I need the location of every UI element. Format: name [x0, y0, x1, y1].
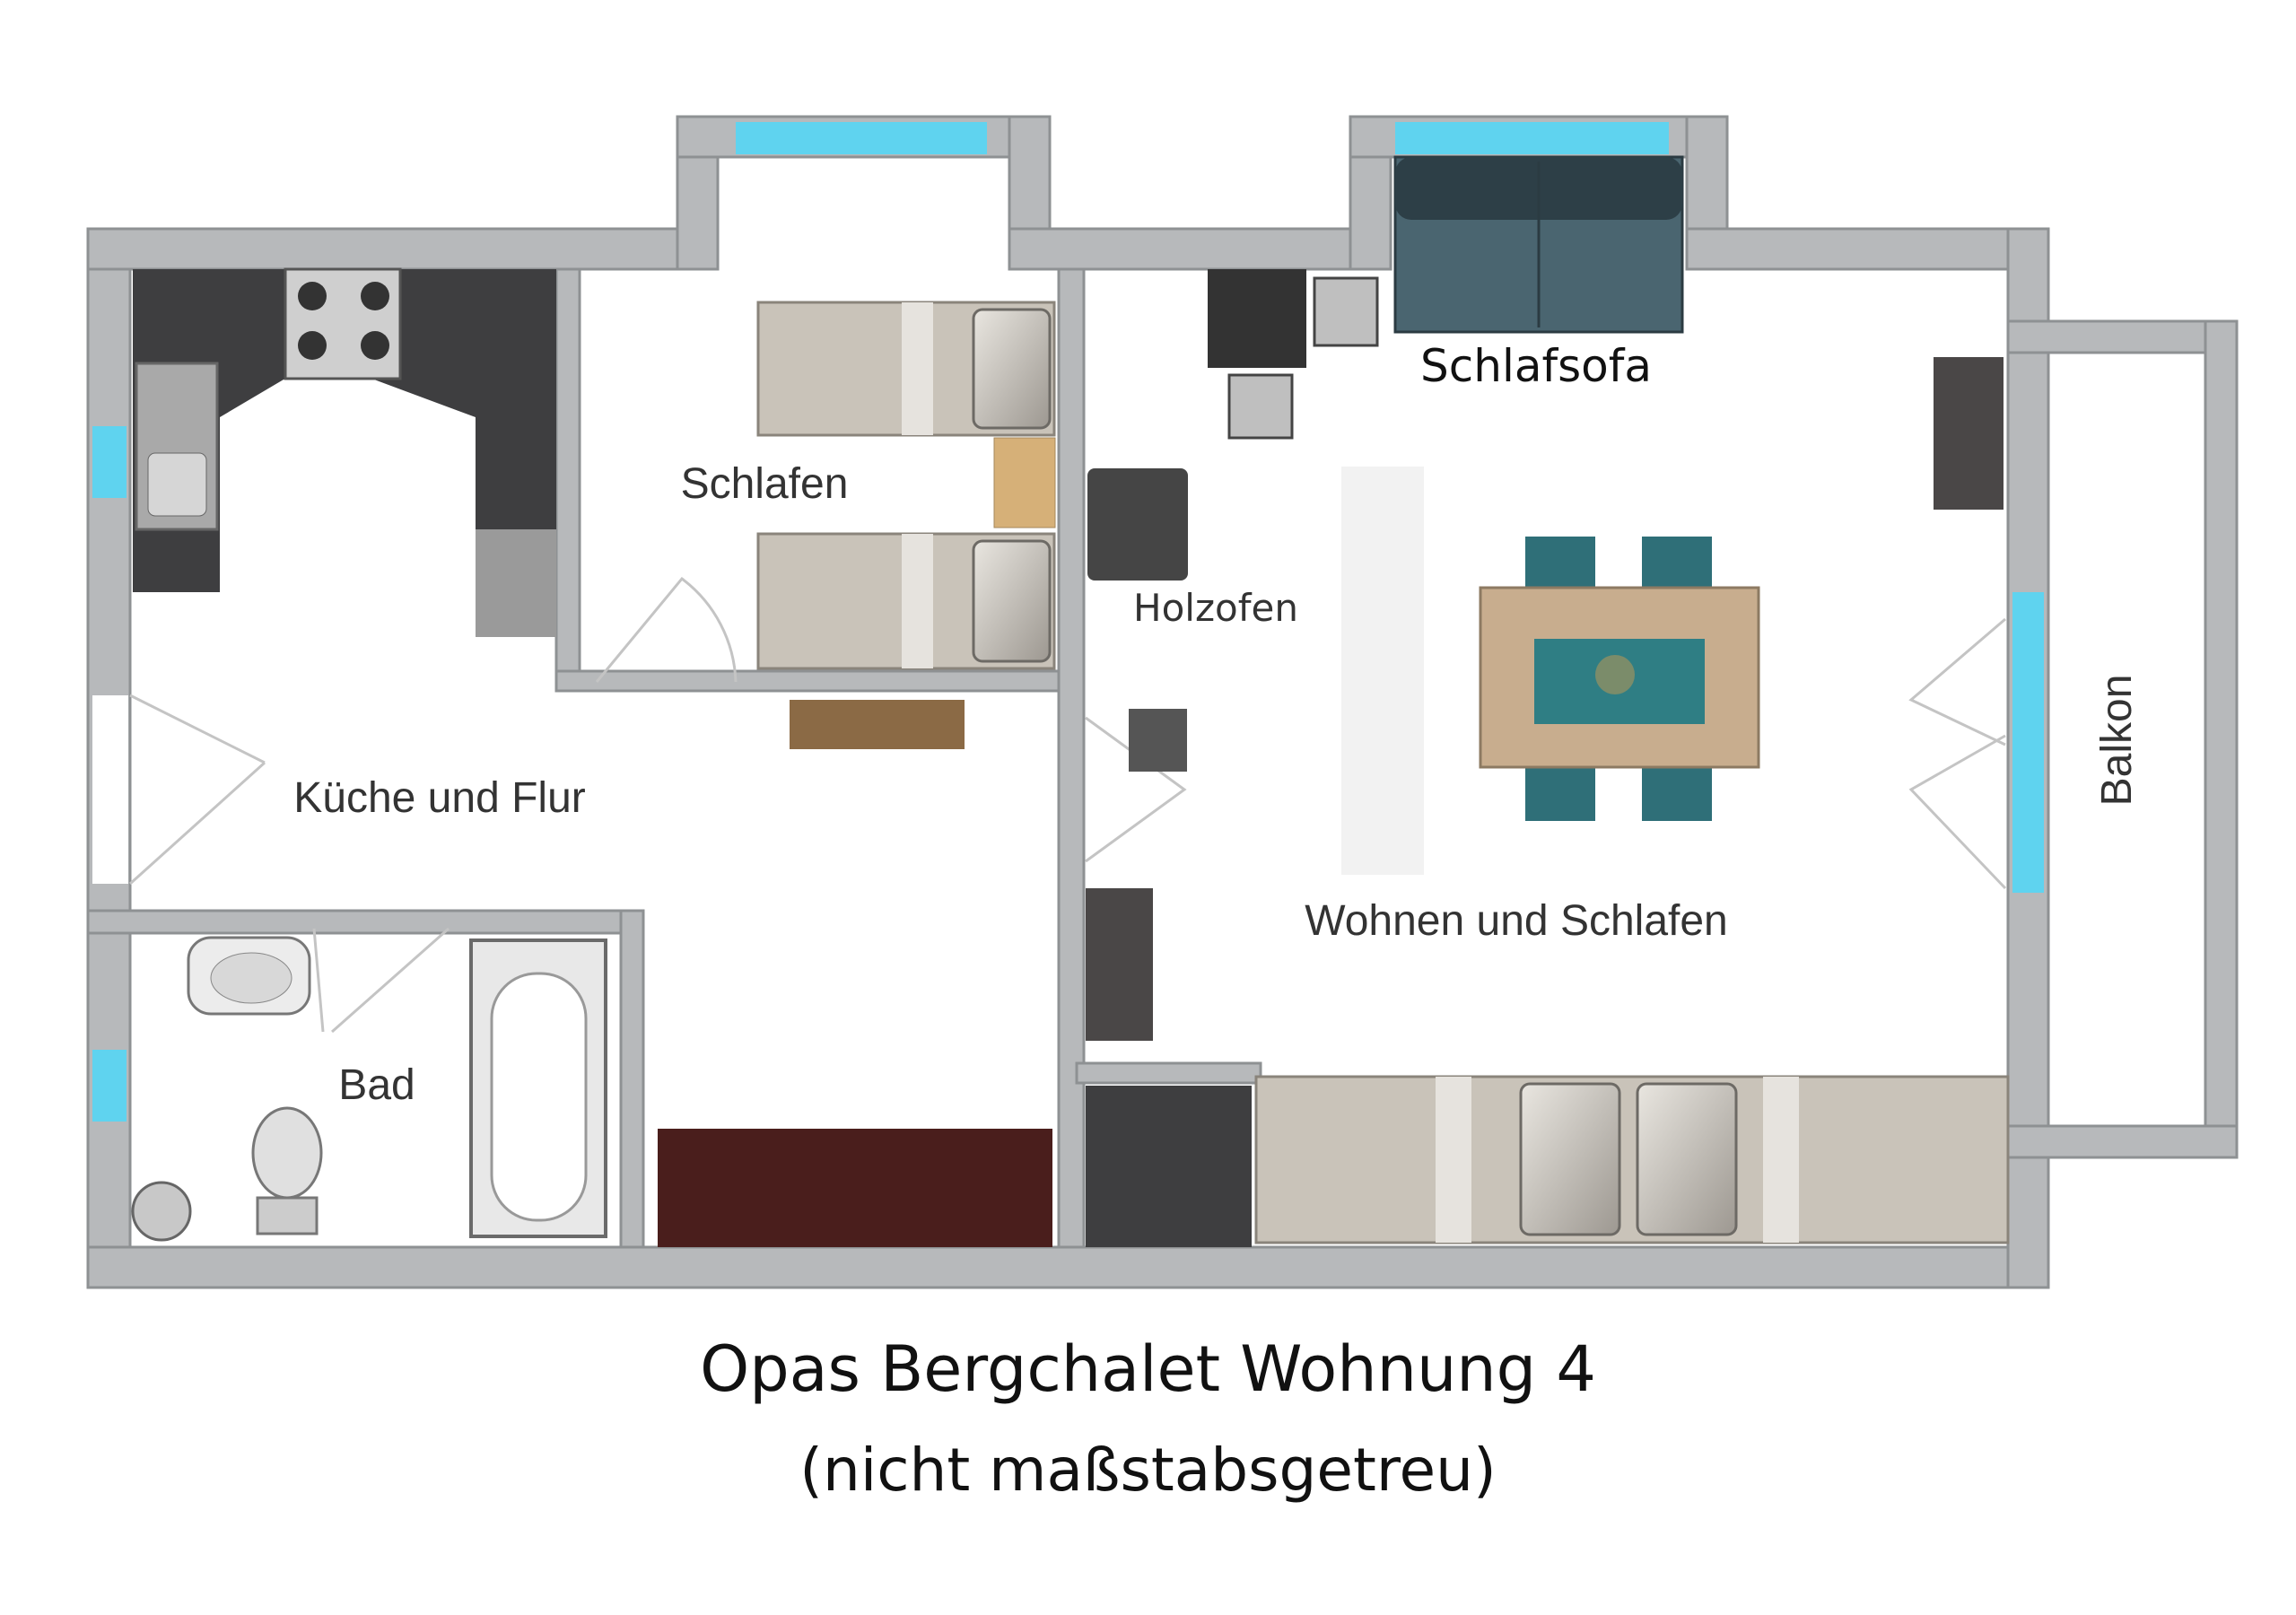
glass-partition: [1341, 467, 1424, 875]
bench: [790, 700, 965, 749]
windows: [92, 122, 2044, 1122]
media-unit: [1086, 1086, 1252, 1247]
sink-icon: [135, 362, 219, 531]
daybed: [1254, 1075, 2010, 1244]
room-label-kitchen-hall: Küche und Flur: [293, 774, 586, 822]
toilet-icon: [251, 1106, 323, 1235]
dining-set: [1479, 537, 1760, 821]
bidet-icon: [131, 1181, 192, 1242]
kitchen-counter: [133, 269, 556, 637]
wood-stove: [1087, 468, 1188, 581]
chair-top: [1313, 276, 1379, 347]
cabinet-right: [1934, 357, 2004, 510]
bed-lower: [756, 532, 1056, 670]
nightstand: [993, 437, 1056, 528]
desk: [1208, 269, 1306, 368]
chair-bottom: [1227, 373, 1294, 440]
caption-subtitle: (nicht maßstabsgetreu): [799, 1436, 1497, 1505]
room-label-balcony: Balkon: [2093, 675, 2141, 807]
stove-icon: [284, 267, 402, 380]
sideboard: [1086, 888, 1153, 1041]
bathtub-icon: [469, 938, 607, 1238]
bed-upper: [756, 301, 1056, 437]
walls: [86, 115, 2239, 1289]
room-label-bath: Bad: [338, 1061, 415, 1109]
washbasin-icon: [187, 936, 311, 1016]
doors: [92, 576, 2007, 1034]
label-wood-stove: Holzofen: [1133, 586, 1298, 630]
small-cabinet: [1129, 709, 1187, 772]
room-label-bedroom: Schlafen: [681, 460, 849, 508]
room-label-living: Wohnen und Schlafen: [1305, 897, 1727, 945]
caption-title: Opas Bergchalet Wohnung 4: [700, 1332, 1596, 1406]
hall-floor-dark: [658, 1129, 1052, 1247]
label-sofa-bed: Schlafsofa: [1420, 340, 1652, 392]
sofa-bed: [1393, 155, 1684, 334]
